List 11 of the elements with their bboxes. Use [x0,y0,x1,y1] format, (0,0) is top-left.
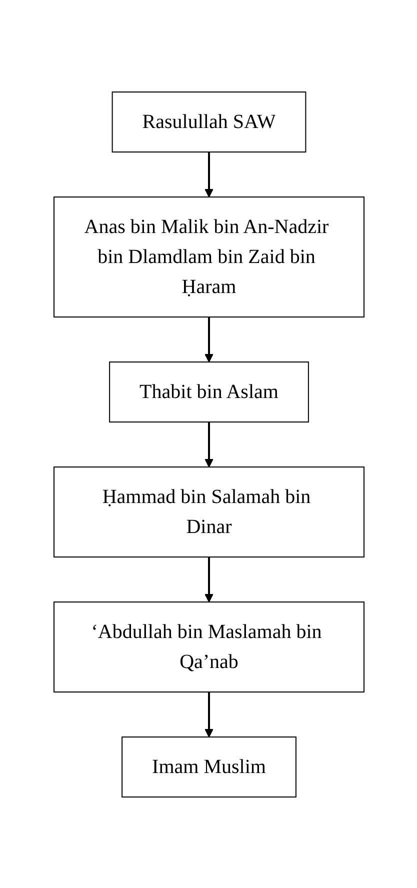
node-box: Imam Muslim [121,736,296,797]
arrow [204,152,213,197]
node-box: Thabit bin Aslam [108,361,308,422]
node-box: Ḥammad bin Salamah bin Dinar [53,466,364,557]
node-box: Anas bin Malik bin An-Nadzir bin Dlamdlam bin Zaid bin Ḥaram [53,196,364,317]
arrow [204,556,213,602]
arrow [204,692,213,737]
arrow [204,422,213,467]
node-box: Rasulullah SAW [111,91,306,152]
arrow [204,316,213,362]
node-box: ‘Abdullah bin Maslamah bin Qa’nab [53,601,364,692]
